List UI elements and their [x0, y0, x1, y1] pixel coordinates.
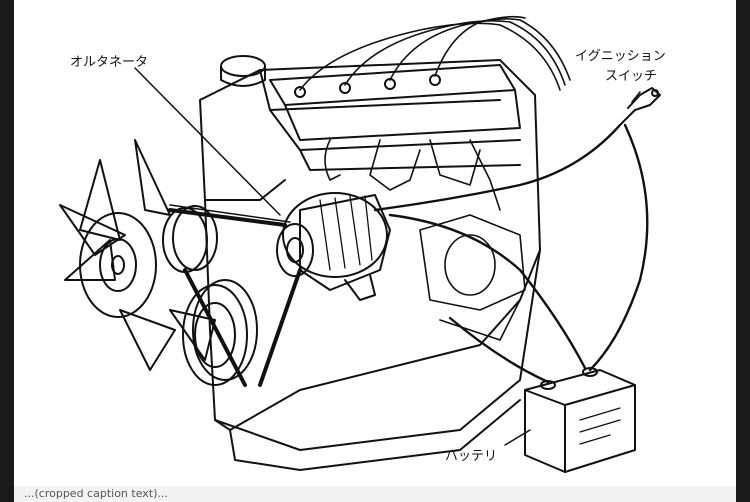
cropped-caption: ...(cropped caption text)...: [14, 486, 736, 502]
alternator-label: オルタネータ: [70, 55, 148, 70]
leader-lines: [134, 67, 641, 446]
cooling-fan: [59, 139, 216, 371]
battery-label: バッテリ: [445, 449, 497, 464]
spark-plug-wires: [299, 15, 571, 91]
oil-cap: [220, 55, 266, 87]
valve-cover: [269, 64, 521, 141]
battery: [524, 367, 636, 473]
ignition-switch: [619, 87, 661, 126]
right-frame-bar: [736, 0, 750, 502]
drive-belt: [168, 204, 302, 387]
ignition-label-line1: イグニッション: [575, 49, 666, 64]
left-frame-bar: [0, 0, 14, 502]
manifold: [324, 139, 501, 211]
wiring: [373, 123, 649, 384]
engine-block: [199, 59, 541, 471]
crank-pulley: [182, 279, 258, 386]
ignition-label-line2: スイッチ: [605, 69, 657, 84]
alternator: [276, 192, 391, 301]
